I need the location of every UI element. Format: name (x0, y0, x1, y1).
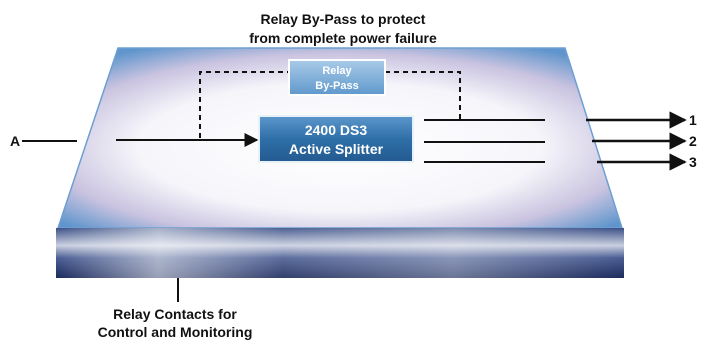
splitter-line-2: Active Splitter (289, 141, 384, 157)
output-label-3: 3 (689, 154, 697, 170)
relay-box-line-1: Relay (322, 65, 352, 77)
active-splitter-box (258, 115, 414, 163)
output-label-2: 2 (689, 133, 697, 149)
bypass-dashed-line-left (199, 71, 290, 138)
relay-box-line-2: By-Pass (315, 80, 358, 92)
splitter-line-1: 2400 DS3 (305, 122, 367, 138)
relay-bypass-box (288, 59, 386, 96)
bottom-label-line-2: Control and Monitoring (98, 324, 253, 340)
title-line-1: Relay By-Pass to protect (261, 11, 426, 27)
input-label: A (10, 133, 20, 149)
bypass-dashed-line-right (385, 71, 461, 120)
chassis-front-shine (56, 228, 624, 278)
bottom-label-line-1: Relay Contacts for (113, 306, 237, 322)
output-label-1: 1 (689, 112, 697, 128)
title-line-2: from complete power failure (249, 30, 437, 46)
